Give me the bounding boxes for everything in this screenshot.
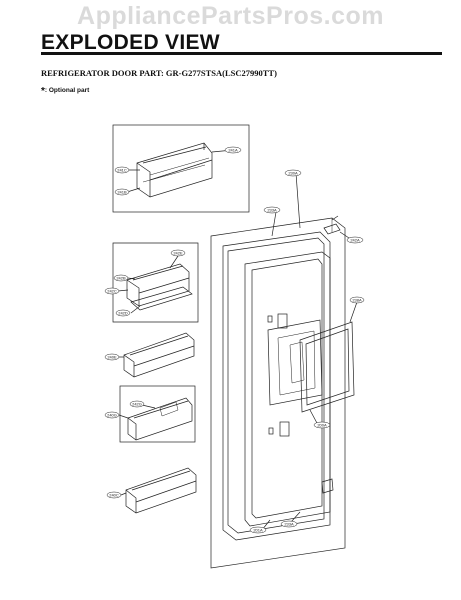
label-242C: 242C (107, 289, 117, 294)
label-230A: 230A (288, 171, 298, 176)
label-241B: 241B (117, 190, 127, 195)
dispenser-frame (267, 319, 323, 406)
label-242D: 242D (118, 311, 128, 316)
label-233A-bottom: 233A (284, 522, 294, 527)
bin-group-box-3 (119, 385, 196, 443)
door-gasket (222, 231, 331, 541)
door-bin-240c (125, 467, 197, 514)
bin-group-box-2 (112, 242, 199, 323)
label-201A: 201A (253, 528, 263, 533)
hinge-lower (279, 421, 290, 437)
bin-group-box-top (112, 124, 250, 213)
door-bin-top (136, 142, 213, 198)
label-240G: 240G (107, 413, 117, 418)
label-242B: 242B (116, 276, 126, 281)
door-bin-240g (127, 397, 193, 441)
label-242A: 242A (350, 238, 360, 243)
title-divider (41, 52, 442, 55)
dispenser-seal (299, 321, 355, 413)
hinge-upper (277, 313, 288, 329)
door-bin-240e (123, 332, 195, 378)
label-241C: 241C (117, 168, 127, 173)
label-240E: 240E (107, 355, 117, 360)
optional-note-text: : Optional part (44, 87, 90, 94)
label-200A: 200A (317, 423, 327, 428)
bottom-hinge-cam (321, 478, 334, 494)
page-title: EXPLODED VIEW (41, 31, 220, 54)
door-outer-panel (210, 217, 346, 569)
label-242E: 242E (173, 251, 183, 256)
label-240C: 240C (109, 493, 119, 498)
label-233A-top: 233A (267, 208, 277, 213)
part-number-line: REFRIGERATOR DOOR PART: GR-G277STSA(LSC2… (41, 68, 277, 78)
label-242G: 242G (132, 402, 142, 407)
door-bin-2-cover (130, 286, 193, 311)
door-inner-liner (244, 251, 331, 527)
optional-star: * (41, 86, 45, 97)
optional-part-note: *: Optional part (41, 86, 89, 97)
top-hinge-bracket (323, 215, 341, 235)
label-238A: 238A (352, 298, 362, 303)
door-bin-2 (126, 263, 190, 307)
label-241A: 241A (228, 148, 238, 153)
